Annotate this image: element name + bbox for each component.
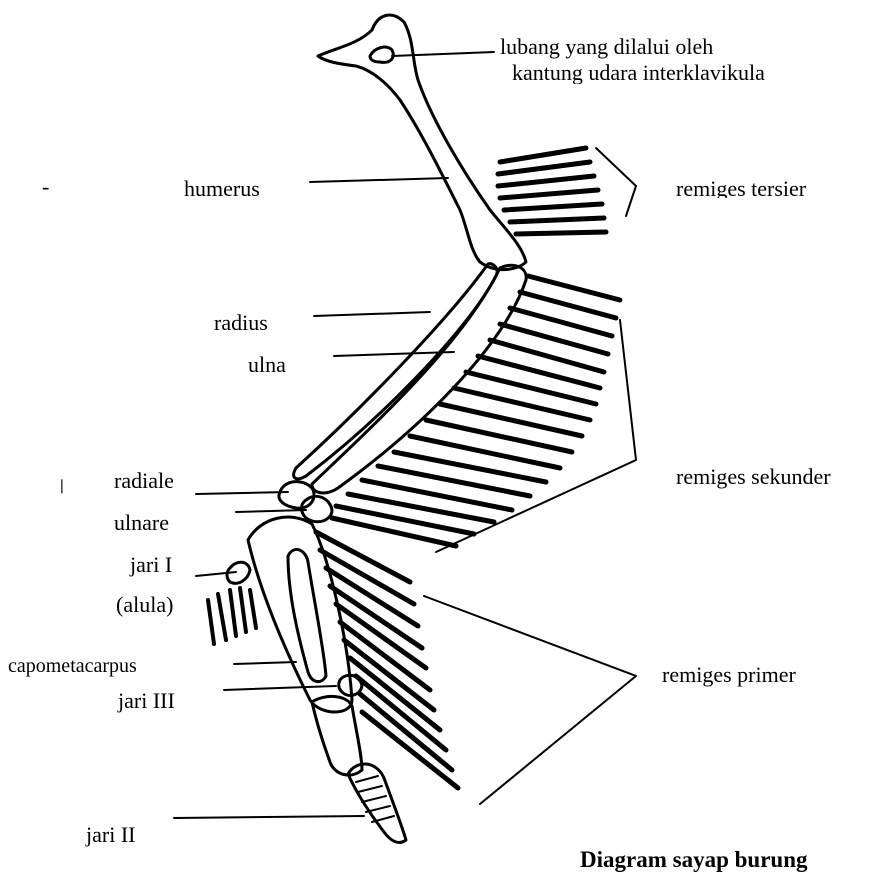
label-radius: radius <box>214 312 268 334</box>
leader-humerus <box>310 178 448 182</box>
label-jari-3: jari III <box>118 690 175 712</box>
leader-lines <box>174 52 494 818</box>
leader-jari-2 <box>174 816 364 818</box>
label-air-sac-line2: kantung udara interklavikula <box>512 62 765 84</box>
carpometacarpus-bone <box>248 517 352 712</box>
diagram-title: Diagram sayap burung <box>580 848 807 871</box>
humerus-bone <box>318 15 526 270</box>
label-remiges-tersier: remiges tersier <box>676 178 806 198</box>
label-air-sac-line1: lubang yang dilalui oleh <box>500 36 713 58</box>
remiges-primer-bracket <box>424 596 636 804</box>
leader-ulnare <box>236 510 306 512</box>
stray-mark: - <box>42 176 49 198</box>
leader-jari-3 <box>224 686 336 690</box>
label-ulnare: ulnare <box>114 512 169 534</box>
leader-radius <box>314 312 430 316</box>
remiges-sekunder-feathers <box>332 276 620 546</box>
label-jari-1: jari I <box>130 554 172 576</box>
leader-jari-1 <box>196 572 236 576</box>
alula-feathers <box>208 588 256 644</box>
label-alula: (alula) <box>116 594 173 616</box>
leader-radiale <box>196 492 288 494</box>
humerus-foramen <box>370 47 393 62</box>
remiges-primer-feathers <box>316 532 458 788</box>
label-capometacarpus: capometacarpus <box>8 656 137 676</box>
label-radiale: radiale <box>114 470 174 492</box>
label-remiges-primer: remiges primer <box>662 664 796 686</box>
leader-capometacarpus <box>234 662 296 664</box>
label-jari-2: jari II <box>86 824 135 846</box>
leader-air-sac <box>392 52 494 56</box>
label-humerus: humerus <box>184 178 260 198</box>
label-ulna: ulna <box>248 354 286 376</box>
label-remiges-sekunder: remiges sekunder <box>676 466 831 488</box>
remiges-tersier-feathers <box>498 148 606 234</box>
stray-tick: ❘ <box>56 480 68 494</box>
radiale-bone <box>279 482 314 509</box>
